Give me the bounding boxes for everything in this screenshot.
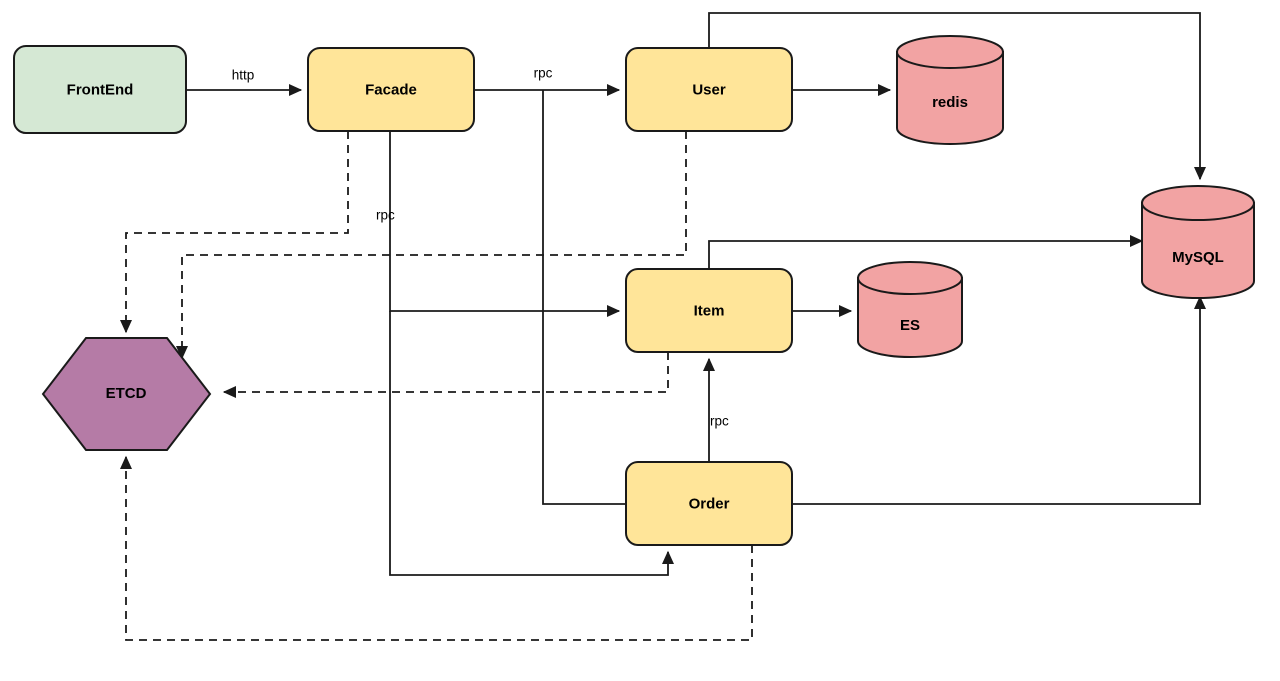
- edge-user-to-etcd: [176, 131, 687, 360]
- redis-label: redis: [932, 94, 968, 111]
- node-frontend[interactable]: FrontEnd: [13, 45, 187, 134]
- node-es[interactable]: ES: [857, 261, 963, 358]
- node-redis[interactable]: redis: [896, 35, 1004, 145]
- edge-facade-trunk-to-order-bottom: [389, 311, 674, 576]
- frontend-box[interactable]: [13, 45, 187, 134]
- user-box[interactable]: [625, 47, 793, 132]
- facade-label: Facade: [365, 81, 417, 98]
- edge-item-to-etcd: [222, 352, 669, 398]
- edge-user-to-mysql: [708, 12, 1206, 181]
- facade-box[interactable]: [307, 47, 475, 132]
- edge-order-to-mysql: [792, 295, 1206, 505]
- edge-order-to-etcd: [120, 455, 753, 641]
- node-etcd[interactable]: ETCD: [41, 337, 212, 451]
- order-label: Order: [689, 495, 730, 512]
- mysql-cylinder-body[interactable]: [1141, 202, 1255, 299]
- node-user[interactable]: User: [625, 47, 793, 132]
- edge-label-order-item-rpc: rpc: [710, 414, 729, 429]
- mysql-cylinder-top[interactable]: [1141, 185, 1255, 221]
- redis-cylinder-body[interactable]: [896, 51, 1004, 145]
- edge-facade-to-item: [389, 131, 621, 317]
- edge-facade-to-order: [542, 90, 626, 505]
- es-label: ES: [900, 317, 920, 334]
- edge-label-facade-user-rpc: rpc: [534, 66, 553, 81]
- node-item[interactable]: Item: [625, 268, 793, 353]
- item-label: Item: [694, 302, 725, 319]
- edge-label-facade-item-rpc: rpc: [376, 208, 395, 223]
- es-cylinder-top[interactable]: [857, 261, 963, 295]
- frontend-label: FrontEnd: [67, 81, 134, 98]
- etcd-label: ETCD: [106, 385, 147, 402]
- user-label: User: [692, 81, 726, 98]
- etcd-hexagon[interactable]: [41, 337, 212, 451]
- es-cylinder-body[interactable]: [857, 277, 963, 358]
- item-box[interactable]: [625, 268, 793, 353]
- edge-facade-to-etcd: [119, 131, 349, 334]
- node-order[interactable]: Order: [625, 461, 793, 546]
- order-box[interactable]: [625, 461, 793, 546]
- node-mysql[interactable]: MySQL: [1141, 185, 1255, 299]
- redis-cylinder-top[interactable]: [896, 35, 1004, 69]
- node-facade[interactable]: Facade: [307, 47, 475, 132]
- edge-label-http: http: [232, 68, 255, 83]
- edge-item-to-mysql: [708, 235, 1144, 269]
- mysql-label: MySQL: [1172, 249, 1224, 266]
